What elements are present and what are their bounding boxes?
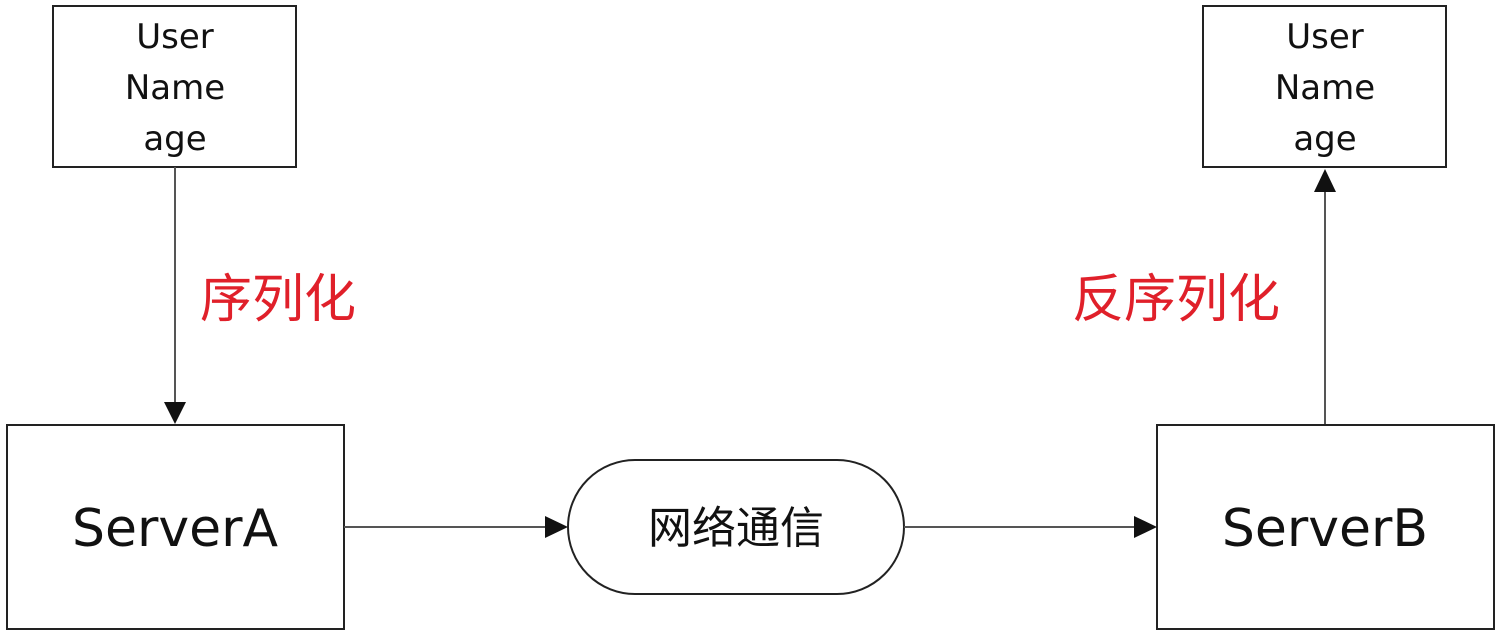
- serialize-label: 序列化: [200, 270, 356, 330]
- user-box-left-line-2: Name: [125, 68, 225, 108]
- network-node: 网络通信: [567, 459, 905, 595]
- user-box-right: User Name age: [1202, 5, 1447, 168]
- user-box-left: User Name age: [52, 5, 297, 168]
- server-b-box: ServerB: [1156, 424, 1495, 630]
- user-box-right-line-2: Name: [1275, 68, 1375, 108]
- user-box-right-line-1: User: [1286, 17, 1364, 57]
- arrowhead-right-icon: [545, 516, 568, 538]
- user-box-right-line-3: age: [1293, 119, 1356, 159]
- arrow-server-a-to-network: [344, 516, 568, 538]
- arrowhead-down-icon: [164, 402, 186, 424]
- network-label: 网络通信: [648, 503, 824, 554]
- serialize-arrow: [164, 167, 186, 424]
- deserialize-arrow: [1314, 169, 1336, 424]
- arrow-network-to-server-b: [904, 516, 1157, 538]
- user-box-left-line-1: User: [136, 17, 214, 57]
- server-a-box: ServerA: [6, 424, 345, 630]
- arrowhead-up-icon: [1314, 169, 1336, 192]
- server-b-label: ServerB: [1222, 499, 1428, 559]
- arrowhead-right-icon: [1134, 516, 1157, 538]
- user-box-left-line-3: age: [143, 119, 206, 159]
- server-a-label: ServerA: [72, 499, 279, 559]
- deserialize-label: 反序列化: [1072, 270, 1280, 330]
